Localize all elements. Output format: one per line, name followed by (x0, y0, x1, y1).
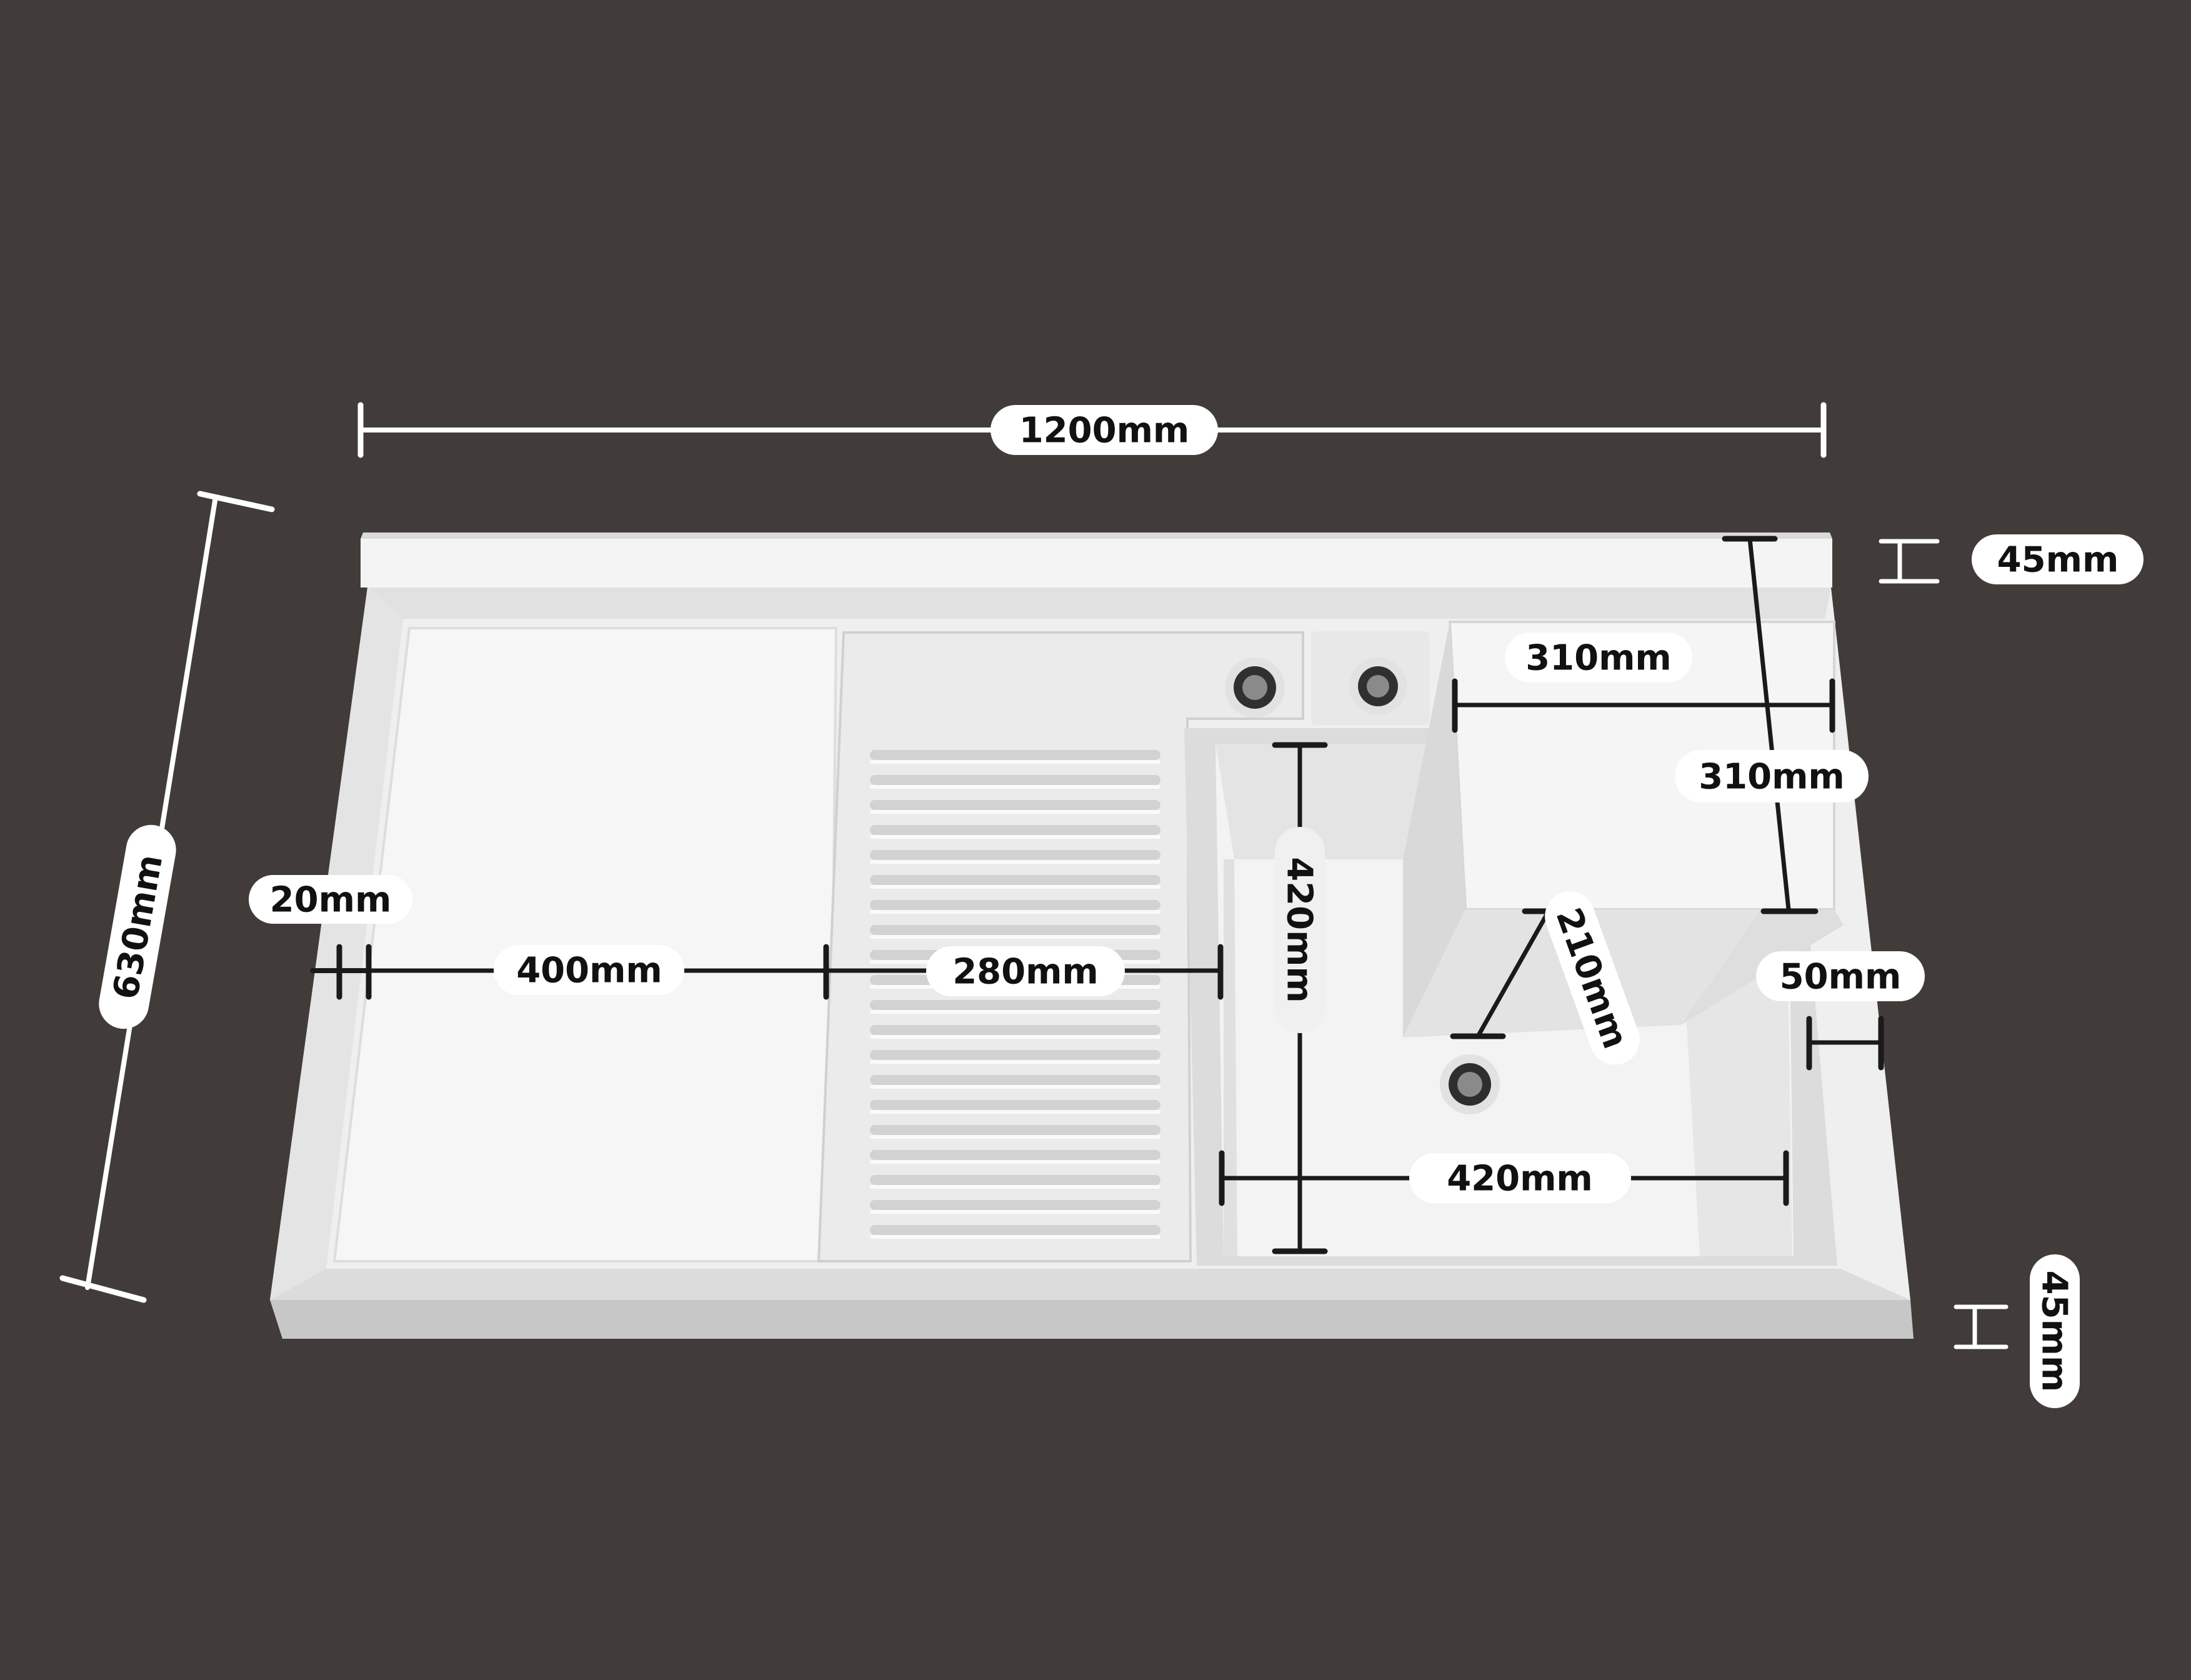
washboard-ridge-highlight (870, 1235, 1160, 1239)
label-front-thickness-text: 45mm (2034, 1271, 2075, 1392)
washboard-ridge-highlight (870, 1210, 1160, 1214)
label-step-depth: 310mm (1675, 750, 1869, 802)
washboard-ridge (870, 1175, 1160, 1185)
washboard-ridge-highlight (870, 1010, 1160, 1014)
washboard-ridge (870, 1150, 1160, 1160)
dim-tick-bottom (59, 1275, 147, 1303)
washboard-ridge-highlight (870, 885, 1160, 889)
washboard-ridge (870, 800, 1160, 810)
dim-side-rim (1806, 1016, 1884, 1071)
label-drainboard-width: 400mm (494, 945, 684, 995)
label-backsplash-height: 45mm (1972, 534, 2144, 584)
label-total-length-text: 1200mm (1019, 411, 1190, 451)
label-basin-width-text: 420mm (1447, 1159, 1593, 1199)
drainboard-area (332, 627, 838, 1262)
washboard-ridge (870, 750, 1160, 760)
rim-left (270, 588, 403, 1300)
label-edge-rim: 20mm (249, 875, 412, 924)
washboard-ridge-highlight (870, 935, 1160, 939)
washboard-ridge (870, 1125, 1160, 1135)
label-step-width-text: 310mm (1525, 638, 1672, 679)
washboard-ridge-highlight (870, 1185, 1160, 1189)
dim-step-width (1452, 678, 1835, 733)
sink-countertop (270, 532, 1914, 1339)
washboard-ridge-highlight (870, 1085, 1160, 1089)
label-washboard-width-text: 280mm (952, 952, 1099, 992)
dim-tick-top (197, 491, 275, 512)
washboard-ridge (870, 925, 1160, 935)
washboard-ridge (870, 1075, 1160, 1085)
rim-front (270, 1269, 1910, 1300)
step-block-left-face (1403, 622, 1465, 1038)
label-total-length: 1200mm (991, 405, 1218, 455)
washboard-ridge-highlight (870, 1060, 1160, 1064)
washboard-ridge (870, 900, 1160, 910)
dim-front-thickness (1954, 1304, 2009, 1349)
washboard-ridge (870, 1025, 1160, 1035)
washboard-ridge-highlight (870, 860, 1160, 864)
washboard-ridge-highlight (870, 835, 1160, 839)
washboard-ridge-highlight (870, 1160, 1160, 1164)
washboard-ridge-highlight (870, 1110, 1160, 1114)
label-backsplash-height-text: 45mm (1997, 540, 2119, 581)
label-drainboard-width-text: 400mm (516, 951, 662, 991)
label-side-rim-text: 50mm (1780, 957, 1902, 998)
label-edge-rim-text: 20mm (270, 880, 392, 921)
dim-backsplash-height (1879, 539, 1940, 584)
drain-hole (1440, 1054, 1500, 1114)
backsplash (361, 539, 1832, 588)
label-basin-length-text: 420mm (1279, 857, 1320, 1003)
washboard-ridge-highlight (870, 910, 1160, 914)
basin-left-wall (1224, 859, 1237, 1256)
label-washboard-width: 280mm (926, 946, 1125, 996)
dimension-annotations (59, 402, 2009, 1349)
washboard-ridge (870, 1225, 1160, 1235)
label-front-thickness: 45mm (2030, 1254, 2080, 1408)
washboard-ridge-highlight (870, 1135, 1160, 1139)
washboard-ridge-highlight (870, 1035, 1160, 1039)
label-step-width: 310mm (1505, 632, 1692, 682)
washboard-ridge (870, 775, 1160, 785)
faucet-hole-1 (1225, 658, 1285, 718)
label-basin-length: 420mm (1275, 827, 1325, 1033)
dim-line-step-depth (1747, 536, 1791, 912)
washboard-ridge (870, 825, 1160, 835)
dimension-labels: 1200mm 630mm 45mm 45mm 20mm 400mm 280mm (99, 405, 2144, 1408)
washboard-ridge (870, 875, 1160, 885)
washboard-ridge-highlight (870, 810, 1160, 814)
washboard-ridge-highlight (870, 760, 1160, 764)
washboard-ridge (870, 1000, 1160, 1010)
washboard-ridge-highlight (870, 785, 1160, 789)
dim-step-depth (1722, 536, 1819, 914)
rim-back (367, 588, 1831, 619)
label-step-depth-text: 310mm (1699, 757, 1845, 798)
label-basin-width: 420mm (1409, 1153, 1631, 1203)
washboard-ridge (870, 1200, 1160, 1210)
washboard-ridge (870, 1100, 1160, 1110)
front-edge-face (270, 1300, 1914, 1339)
dim-line-step-height (1475, 909, 1551, 1039)
label-side-rim: 50mm (1756, 951, 1925, 1001)
washboard-ridge (870, 850, 1160, 860)
backsplash-top (361, 532, 1832, 539)
faucet-hole-2 (1349, 658, 1407, 715)
basin-back-wall (1215, 744, 1450, 859)
washboard-ridge (870, 1050, 1160, 1060)
